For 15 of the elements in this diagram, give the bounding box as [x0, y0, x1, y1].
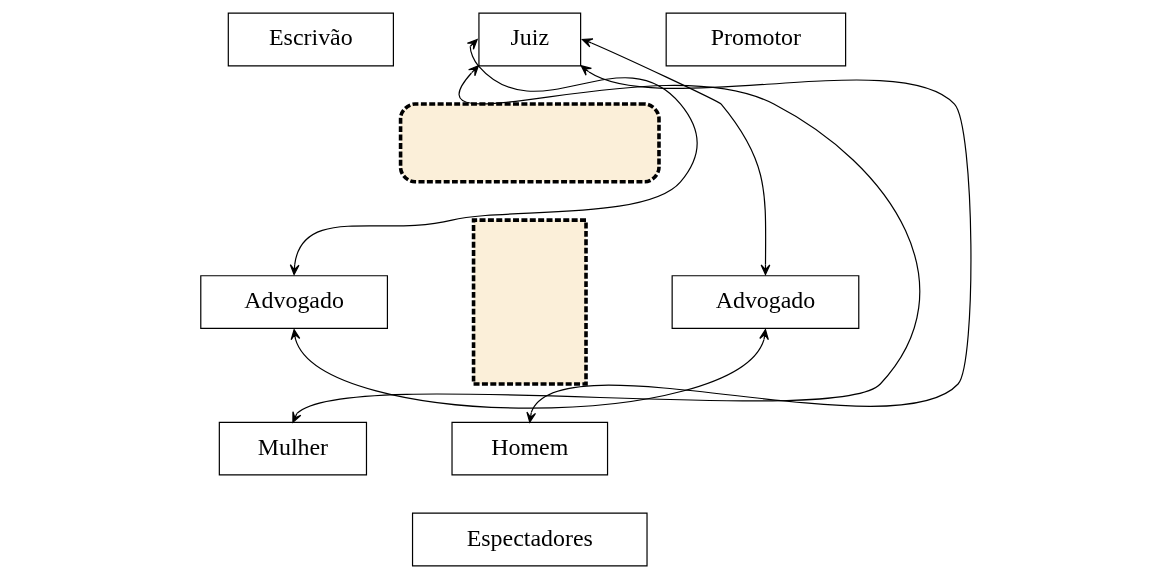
- arrow: [581, 38, 770, 276]
- node-box: [398, 102, 661, 184]
- node-box: Advogado: [671, 275, 859, 329]
- node-box: Homem: [450, 421, 608, 476]
- node-box: Mulher: [218, 421, 367, 476]
- node-box: Promotor: [665, 12, 846, 67]
- arrow: [289, 38, 698, 276]
- arrow: [291, 65, 920, 423]
- node-box: Juiz: [477, 12, 581, 67]
- arrow: [525, 65, 971, 423]
- node-box: Escrivão: [227, 12, 394, 67]
- node-box: Advogado: [199, 275, 388, 329]
- node-box: Espectadores: [411, 512, 648, 567]
- node-box: [471, 218, 588, 386]
- arrow: [290, 328, 769, 409]
